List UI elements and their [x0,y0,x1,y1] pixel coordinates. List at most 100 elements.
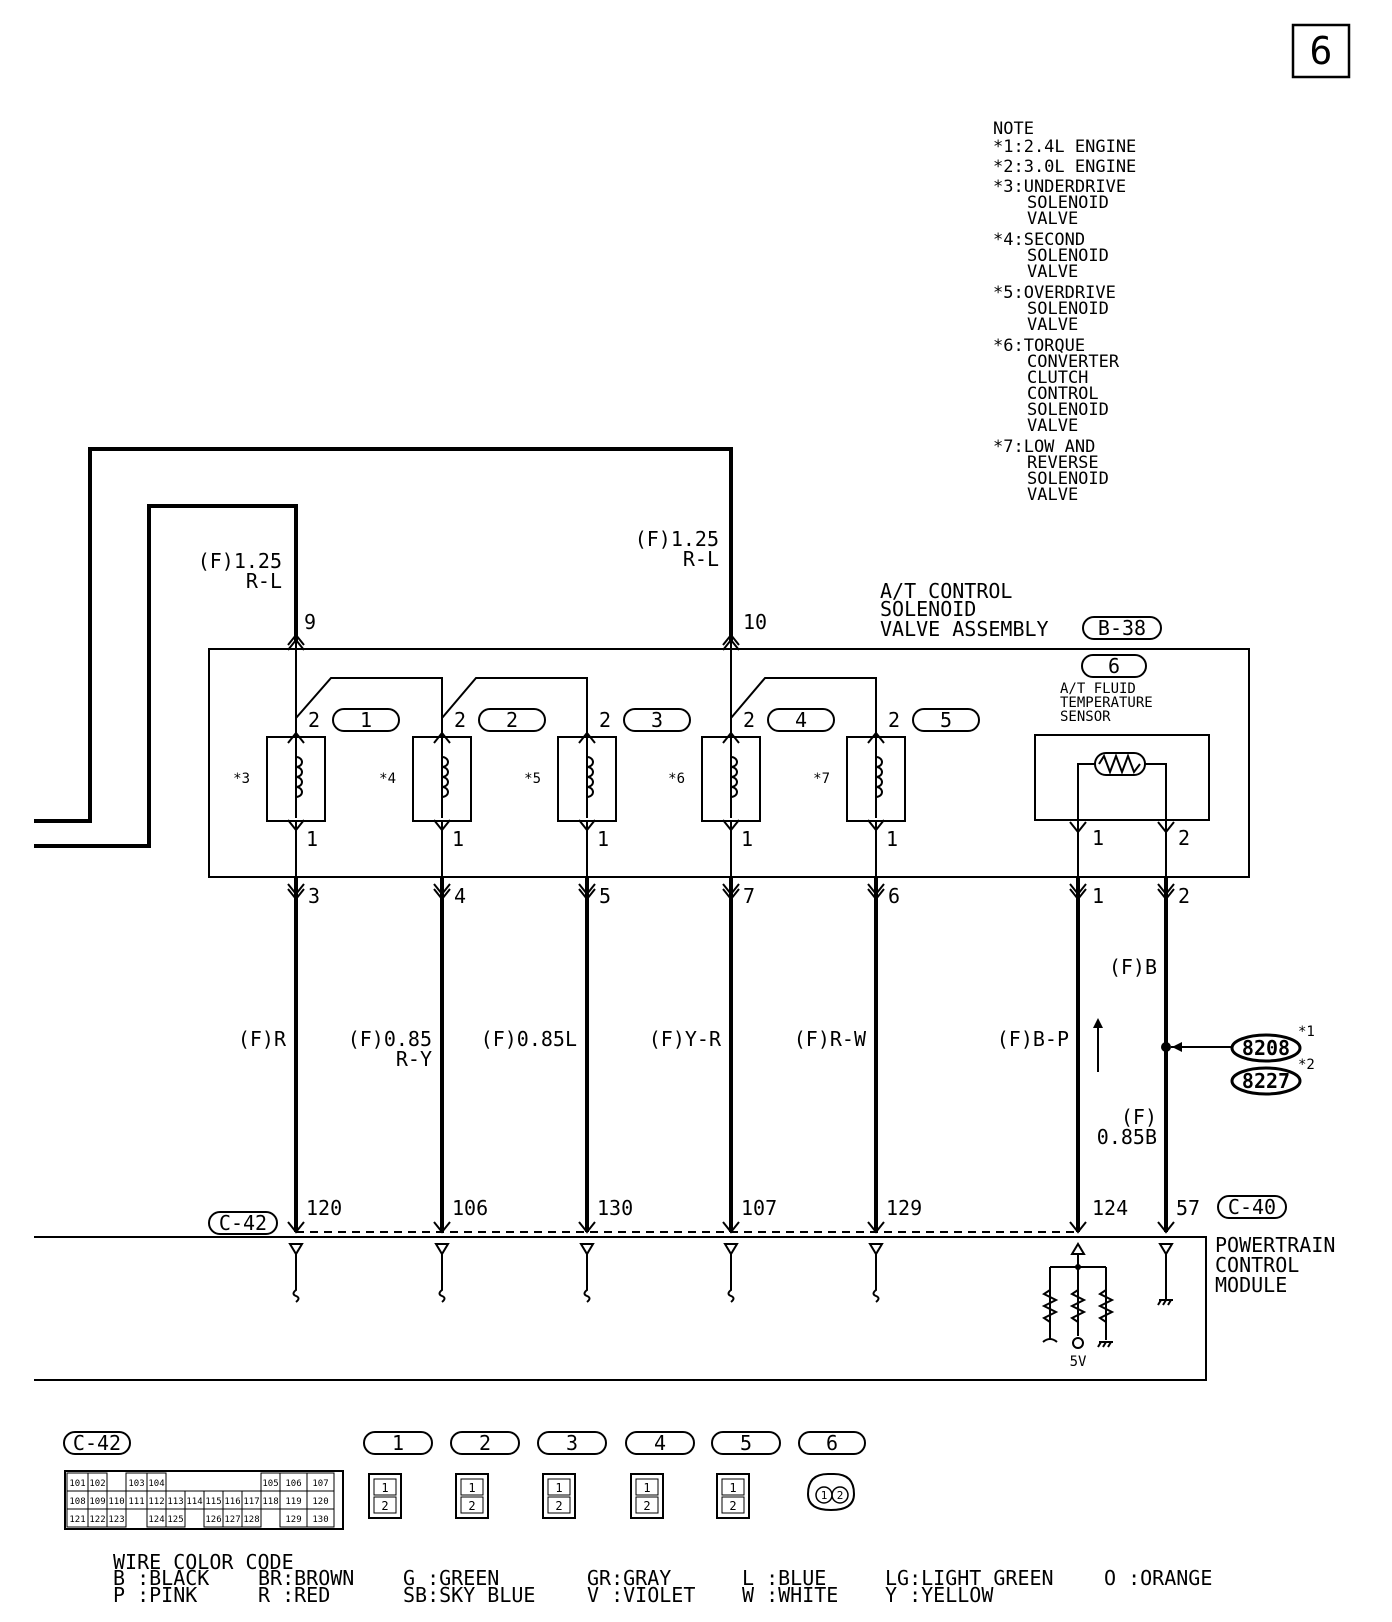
sensor-title: TEMPERATURE [1060,695,1153,711]
c42-cavity-number: 113 [167,1497,183,1507]
round-connector-cavity [831,1486,849,1504]
solenoid-connector-badge [623,708,691,732]
sensor-harness-arrow-2 [1157,883,1175,901]
note-title: NOTE [993,119,1034,139]
c42-cavity [106,1508,127,1528]
pcm-pin: 130 [597,1196,633,1220]
small-connector-label: 3 [566,1431,578,1455]
solenoid-connector-badge [332,708,400,732]
c42-cavity-number: 108 [69,1497,85,1507]
note-line: SOLENOID [1027,246,1109,266]
c42-cavity-number: 117 [243,1497,259,1507]
small-connector-badge [363,1431,433,1455]
pcm-pin: 107 [741,1196,777,1220]
ground-lead-arrowhead [1172,1042,1182,1052]
harness-connector-arrow [578,883,596,901]
c42-cavity-number: 118 [262,1497,278,1507]
note-line: *2:3.0L ENGINE [993,157,1136,177]
supply-left-color: R-L [246,569,282,593]
round-connector-face [806,1473,856,1512]
solenoid-coil-icon [441,756,449,798]
color-code: BR:BROWN [258,1566,354,1590]
c42-cavity-number: 129 [285,1515,301,1525]
supply-left-pin: 9 [304,610,316,634]
assembly-title: A/T CONTROL [880,579,1012,603]
small-connector-cavity [721,1478,745,1496]
small-connector-badge [450,1431,520,1455]
round-connector-pin: 1 [821,1489,828,1502]
solenoid-connector-badge [767,708,835,732]
small-connector-pin: 1 [555,1481,562,1495]
supply-right-pin: 10 [743,610,767,634]
color-code: LG:LIGHT GREEN [885,1566,1054,1590]
small-connector-face [368,1473,402,1519]
wire-label: (F)0.85 [348,1027,432,1051]
solenoid-bottom-pin: 1 [886,827,898,851]
small-connector-label: 2 [479,1431,491,1455]
wire-label: (F)R [238,1027,287,1051]
assembly-title: SOLENOID [880,597,976,621]
pcm-pin: 106 [452,1196,488,1220]
solenoid-tag: *4 [379,771,396,787]
pcm-voltage: 5V [1070,1354,1087,1370]
pcm-title: POWERTRAIN [1215,1233,1335,1257]
solenoid-connector: 2 [506,708,518,732]
ground-point-8208 [1230,1033,1302,1063]
sensor-wire-ground-spec: (F) [1121,1105,1157,1129]
c42-cavity-number: 115 [205,1497,221,1507]
supply-right-color: R-L [683,547,719,571]
small-connector-badge [537,1431,607,1455]
pcm-input-icon [288,1243,304,1303]
pcm-pin-arrow [578,1221,596,1234]
c42-cavity-number: 121 [69,1515,85,1525]
assembly-title: VALVE ASSEMBLY [880,617,1049,641]
small-connector-cavity [373,1496,397,1514]
supply-wire-inner [34,504,298,848]
harness-pin: 7 [743,884,755,908]
note-line: SOLENOID [1027,299,1109,319]
ground-mark: *1 [1298,1024,1315,1040]
solenoid-coil-icon [295,756,303,798]
sensor-resistor-wire [1077,763,1167,820]
small-connector-face [455,1473,489,1519]
solenoid-coil-icon [875,756,883,798]
solenoid-connector: 3 [651,708,663,732]
solenoid-coil-icon [730,756,738,798]
c42-cavity-number: 101 [69,1479,85,1489]
c42-cavity [241,1508,262,1528]
solenoid-tag: *7 [813,771,830,787]
assembly-connector: B-38 [1098,616,1146,640]
c42-cavity-number: 116 [224,1497,240,1507]
internal-jumper-1 [295,677,443,733]
color-code: G :GREEN [403,1566,499,1590]
solenoid-top-pin: 2 [599,708,611,732]
solenoid-coil-icon [586,756,594,798]
supply-left-spec: (F)1.25 [198,549,282,573]
c42-cavity [165,1508,186,1528]
pcm-ground-circuit [1157,1243,1174,1306]
small-connector-badge [625,1431,695,1455]
sensor-wire-signal-label: (F)B-P [997,1027,1069,1051]
note-line: CLUTCH [1027,368,1088,388]
pcm-connector: C-42 [219,1211,267,1235]
harness-pin: 3 [308,884,320,908]
color-code: SB:SKY BLUE [403,1583,535,1607]
c42-cavity-number: 123 [108,1515,124,1525]
sensor-harness-pin2: 2 [1178,884,1190,908]
small-connector-cavity [547,1496,571,1514]
round-connector-badge [798,1431,866,1455]
note-line: *4:SECOND [993,230,1085,250]
solenoid-tag: *3 [233,771,250,787]
note-line: CONTROL [1027,384,1099,404]
page-number: 6 [1310,29,1333,73]
small-connector-pin: 1 [643,1481,650,1495]
pcm-pin: 129 [886,1196,922,1220]
c42-face [64,1470,344,1530]
note-line: SOLENOID [1027,469,1109,489]
pcm-pin124-arrow [1069,1221,1087,1234]
solenoid-connector: 4 [795,708,807,732]
ground-mark: *2 [1298,1057,1315,1073]
small-connector-pin: 1 [468,1481,475,1495]
